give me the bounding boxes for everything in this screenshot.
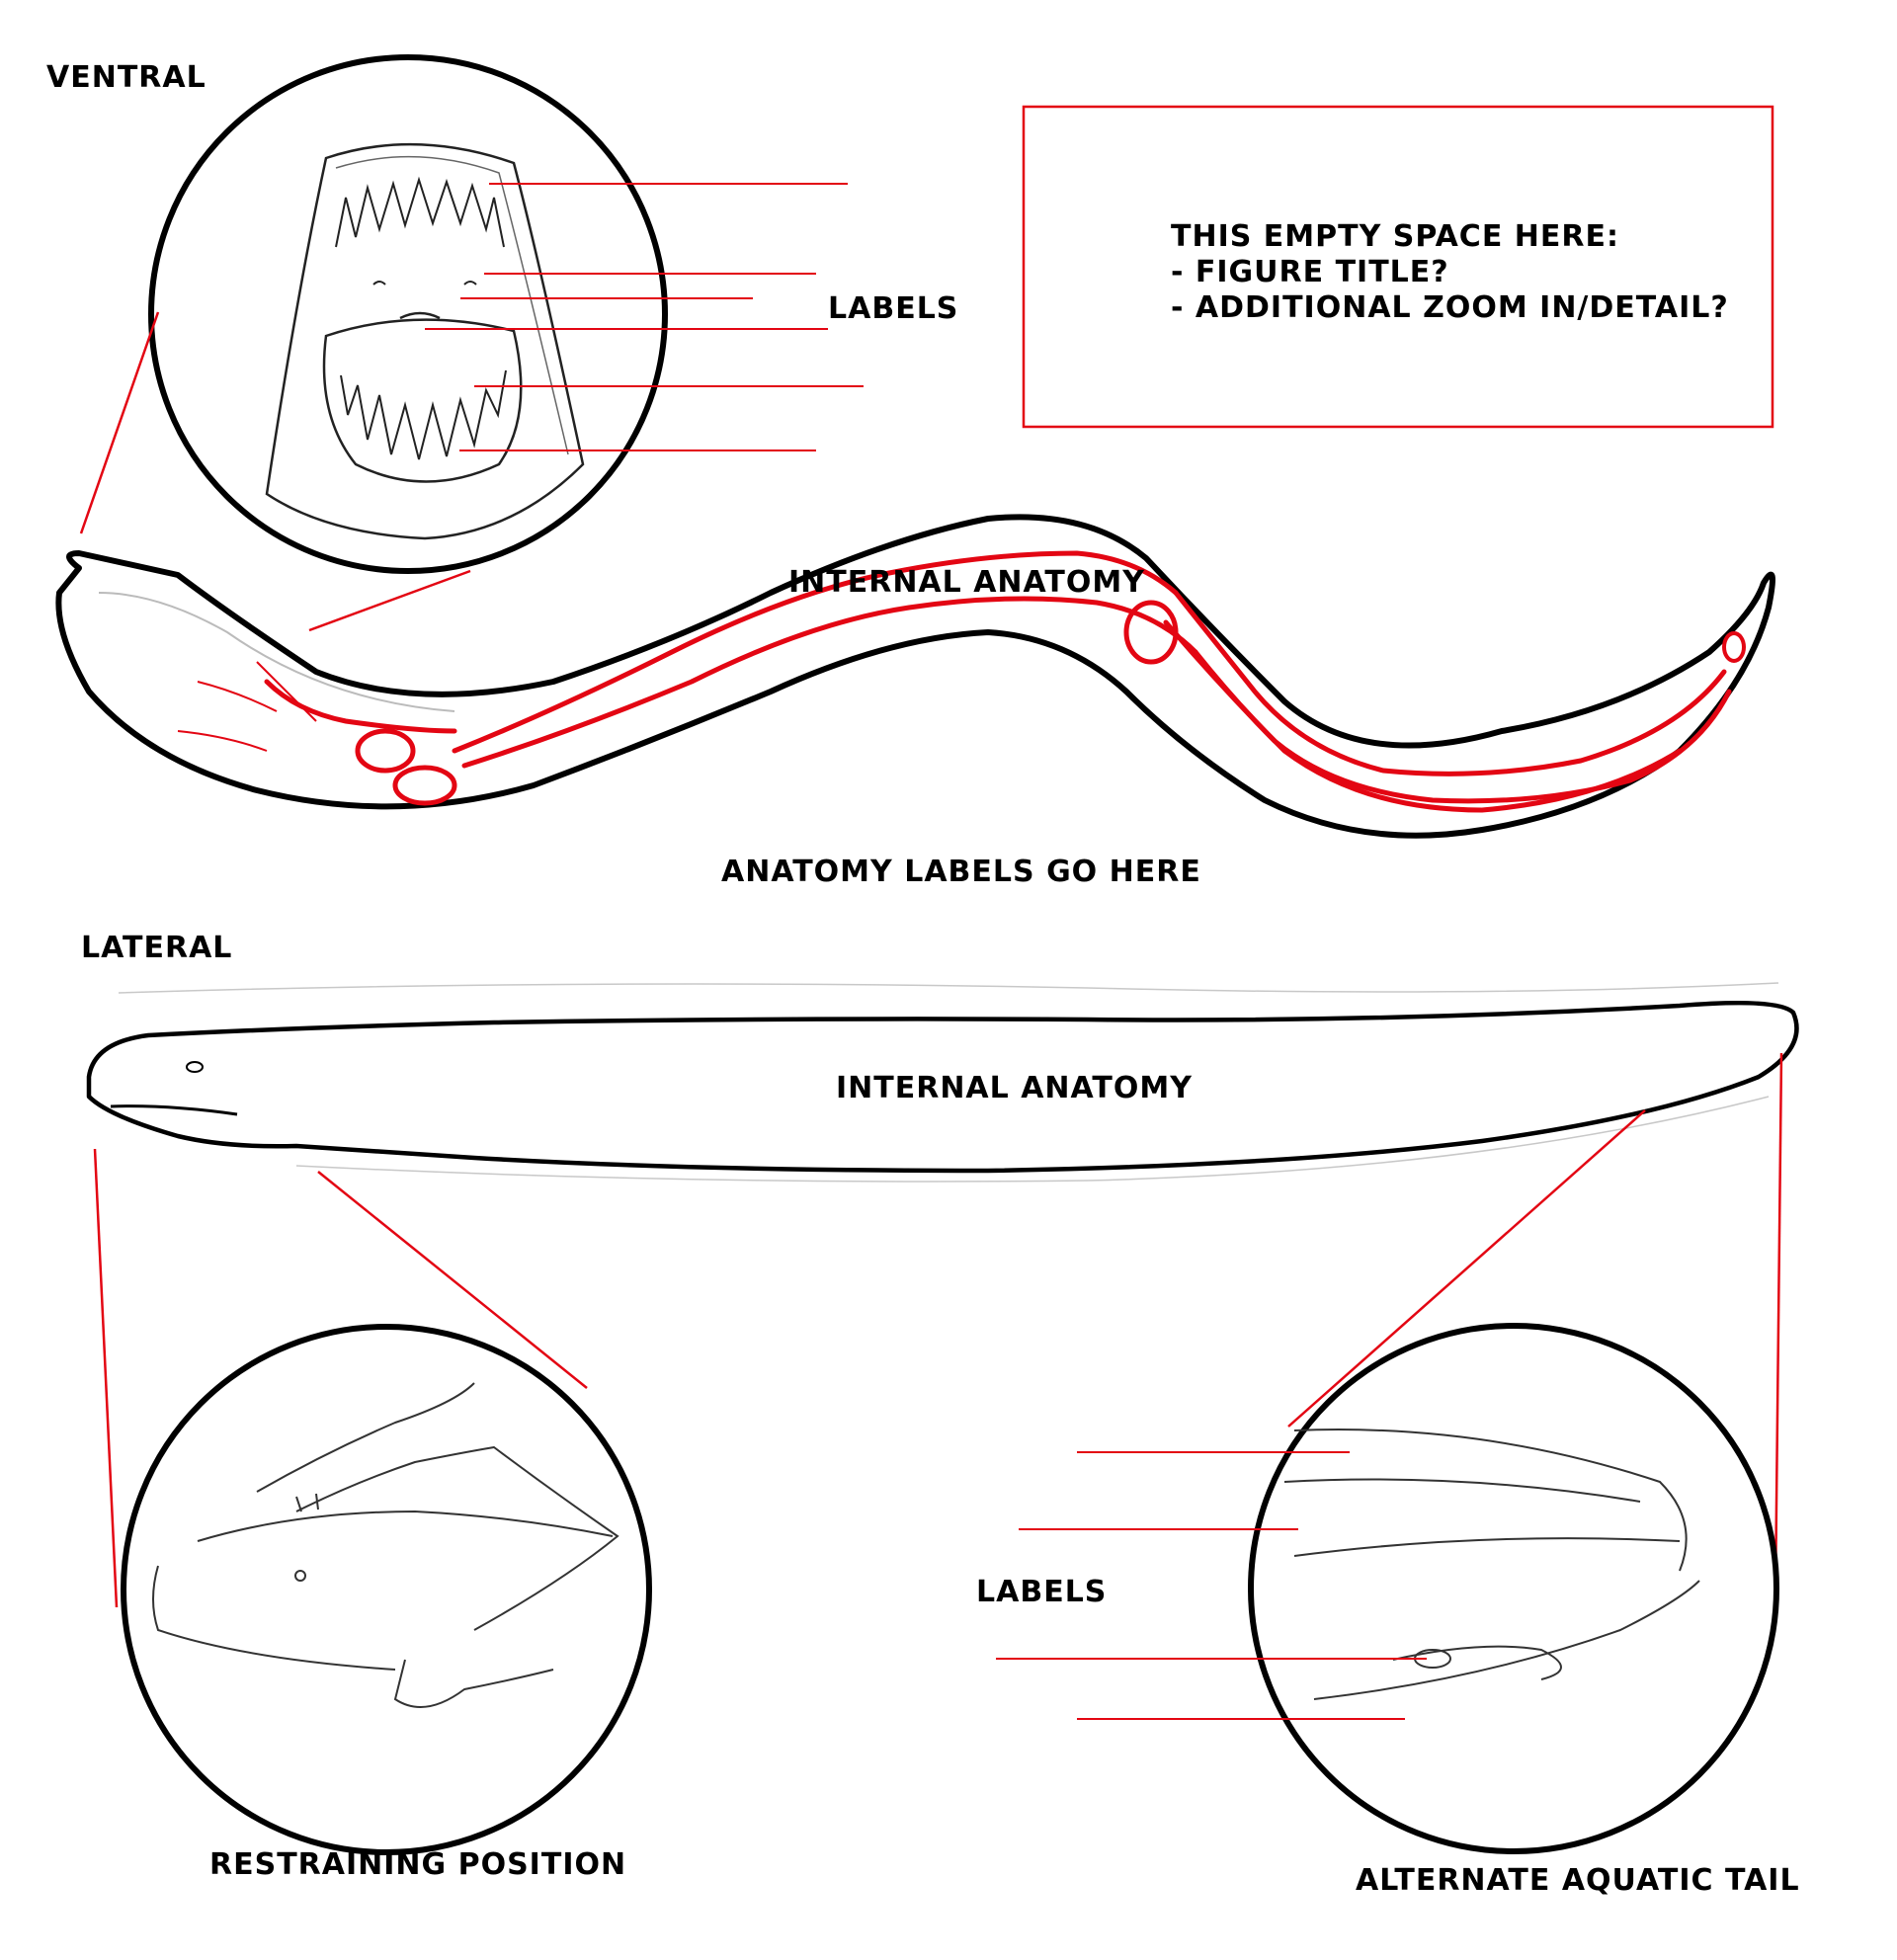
note-line-2: - FIGURE TITLE? [1171, 255, 1449, 289]
organ-cluster-2 [392, 765, 457, 806]
aquatic-tail-zoom-circle [1248, 1323, 1779, 1854]
anatomy-labels-go-here: ANATOMY LABELS GO HERE [721, 855, 1201, 889]
ventral-label: VENTRAL [46, 60, 206, 95]
aquatic-tail-detail [996, 1323, 1779, 1854]
labels-top-label: LABELS [828, 291, 959, 326]
lateral-label: LATERAL [81, 931, 233, 965]
restraining-position-label: RESTRAINING POSITION [209, 1847, 627, 1882]
internal-anatomy-lateral-label: INTERNAL ANATOMY [836, 1071, 1193, 1105]
ventral-eel-body [55, 514, 1775, 839]
note-box [1022, 105, 1774, 429]
organ-cluster-1 [355, 728, 416, 774]
labels-bottom-label: LABELS [976, 1575, 1108, 1609]
organ-cluster-3 [1123, 600, 1179, 665]
organ-cluster-4 [1722, 631, 1746, 663]
note-text: THIS EMPTY SPACE HERE: - FIGURE TITLE? -… [1171, 219, 1729, 326]
note-line-1: THIS EMPTY SPACE HERE: [1171, 219, 1619, 254]
internal-anatomy-top-label: INTERNAL ANATOMY [788, 565, 1145, 600]
ventral-mouth-detail [148, 54, 864, 574]
lateral-eel-body [86, 982, 1799, 1183]
lateral-eye [186, 1061, 204, 1073]
restraining-detail [121, 1324, 652, 1855]
alternate-aquatic-tail-label: ALTERNATE AQUATIC TAIL [1356, 1863, 1800, 1898]
restraining-zoom-circle [121, 1324, 652, 1855]
note-line-3: - ADDITIONAL ZOOM IN/DETAIL? [1171, 290, 1729, 325]
